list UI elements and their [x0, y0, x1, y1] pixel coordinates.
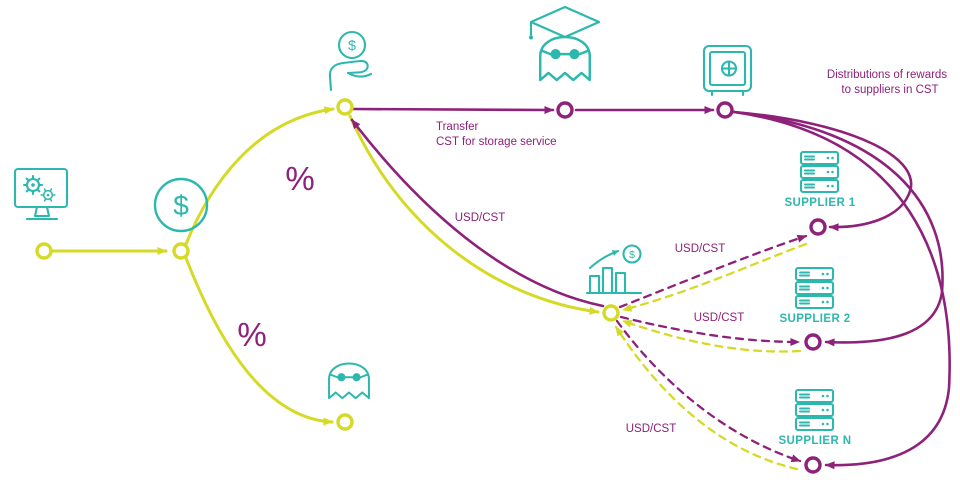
edge-supplier-2-to-exchange-yellow: [621, 319, 802, 353]
edge-safe-to-supplier-n: [732, 110, 951, 470]
dollar-sign: $: [629, 249, 635, 261]
distributions-label-line1: Distributions of rewards: [827, 69, 947, 81]
usd-cst-supplier-1-label: USD/CST: [675, 243, 725, 255]
node-supplier-1: [809, 218, 827, 236]
edge-exchange-to-supplier-1-purple: [618, 234, 808, 309]
percent-bottom-label: %: [237, 316, 266, 353]
graduation-cap-icon: [529, 5, 601, 39]
gear-icon: [40, 188, 56, 202]
transfer-label-line1: Transfer: [436, 121, 479, 133]
dollar-coin-icon: $: [153, 177, 209, 233]
edge-supplier-1-to-exchange-yellow: [621, 242, 808, 312]
usd-cst-exchange-label: USD/CST: [455, 212, 505, 224]
ghost-icon: [328, 362, 370, 400]
chart-dollar-icon: $: [585, 244, 643, 295]
supplier-2: SUPPLIER 2: [779, 266, 850, 325]
computer-icon: [13, 167, 69, 221]
gear-icon: [22, 174, 44, 196]
edge-safe-to-supplier-1: [732, 110, 913, 232]
node-safe: [716, 101, 734, 119]
edge-payment-to-ghost: [184, 256, 334, 426]
supplier-n: SUPPLIER N: [778, 388, 851, 447]
dollar-sign: $: [348, 37, 356, 53]
edge-safe-to-supplier-2: [732, 110, 944, 347]
node-supplier-2: [804, 333, 822, 351]
edge-payment-to-service-hub: [184, 106, 335, 246]
graduate-ghost-icon: [529, 5, 601, 82]
edge-exchange-to-hub-purple: [350, 118, 605, 308]
edge-hub-to-exchange-yellow: [348, 114, 600, 315]
node-service-hub: [336, 98, 354, 116]
usd-cst-supplier-2-label: USD/CST: [694, 312, 744, 324]
node-exchange: [602, 304, 620, 322]
node-supplier-n: [804, 456, 822, 474]
safe-icon: [702, 44, 753, 97]
distributions-label-line2: to suppliers in CST: [841, 84, 938, 96]
usd-cst-supplier-n-label: USD/CST: [626, 423, 676, 435]
node-payment: [172, 242, 190, 260]
server-icon: [794, 266, 835, 310]
edge-exchange-to-supplier-2-purple: [619, 315, 801, 346]
edge-supplier-n-to-exchange-yellow: [614, 325, 799, 471]
dollar-sign: $: [173, 190, 189, 221]
server-icon: [799, 150, 840, 194]
node-ghost: [336, 413, 354, 431]
edge-exchange-to-supplier-n-purple: [615, 319, 802, 463]
transfer-label-line2: CST for storage service: [436, 136, 557, 148]
node-academy: [556, 101, 574, 119]
hand-coin-icon: $: [328, 30, 373, 92]
supplier-2-label: SUPPLIER 2: [779, 313, 850, 325]
percent-top-label: %: [285, 160, 314, 197]
supplier-1: SUPPLIER 1: [784, 150, 855, 209]
node-computer: [35, 242, 53, 260]
edge-hub-to-academy: [352, 105, 555, 114]
supplier-n-label: SUPPLIER N: [778, 435, 851, 447]
supplier-1-label: SUPPLIER 1: [784, 197, 855, 209]
server-icon: [794, 388, 835, 432]
